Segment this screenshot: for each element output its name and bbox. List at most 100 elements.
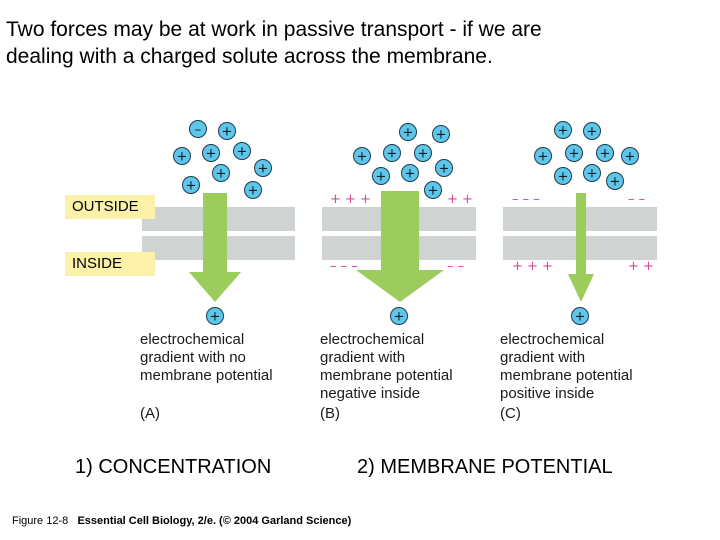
positive-ion: + (596, 144, 614, 162)
positive-ion: + (202, 144, 220, 162)
caption-b-line: electrochemical (320, 331, 425, 348)
svg-text:+: + (394, 310, 405, 325)
concentration-caption: 1) CONCENTRATION (75, 456, 272, 478)
panel-letter-a: (A) (140, 405, 160, 422)
positive-ion: + (244, 181, 262, 199)
svg-text:+: + (177, 150, 188, 165)
caption-b-line: negative inside (320, 385, 421, 402)
membrane-charge-group: + + + + + – – – – – – – – – – + + + + + (330, 192, 654, 274)
positive-ion: + (173, 147, 191, 165)
caption-b-line: gradient with (320, 349, 406, 366)
inside-positive-charges: + + + (512, 259, 553, 274)
positive-ion: + (401, 164, 419, 182)
svg-text:+: + (357, 150, 368, 165)
svg-text:+: + (610, 175, 621, 190)
caption-a-line: membrane potential (140, 367, 273, 384)
positive-ion: + (182, 176, 200, 194)
caption-panel-c: electrochemical gradient with membrane p… (500, 331, 633, 403)
svg-text:+: + (558, 170, 569, 185)
positive-ion: + (606, 172, 624, 190)
heading-line-1: Two forces may be at work in passive tra… (6, 18, 542, 41)
svg-text:+: + (206, 147, 217, 162)
positive-ion: + (218, 122, 236, 140)
caption-panel-b: electrochemical gradient with membrane p… (320, 331, 453, 403)
slide-heading: Two forces may be at work in passive tra… (6, 16, 706, 70)
outside-label: OUTSIDE (65, 195, 155, 219)
outside-positive-charges: + + + (330, 192, 371, 207)
svg-text:–: – (195, 123, 202, 138)
positive-ion: + (212, 164, 230, 182)
positive-ion: + (565, 144, 583, 162)
svg-text:+: + (210, 310, 221, 325)
positive-ion: + (583, 122, 601, 140)
gradient-arrow-c (568, 193, 594, 302)
ion-group: –+++++++++++++++++++++++++++++ (173, 120, 639, 325)
gradient-arrow-a (189, 193, 241, 302)
svg-text:+: + (387, 147, 398, 162)
svg-text:+: + (558, 124, 569, 139)
gradient-arrow-b (356, 191, 444, 302)
svg-text:+: + (538, 150, 549, 165)
outside-positive-charges: + + (447, 192, 473, 207)
svg-text:+: + (569, 147, 580, 162)
membrane-potential-caption: 2) MEMBRANE POTENTIAL (357, 456, 613, 478)
caption-c-line: membrane potential (500, 367, 633, 384)
positive-ion: + (372, 167, 390, 185)
positive-ion: + (414, 144, 432, 162)
svg-text:+: + (376, 170, 387, 185)
svg-text:+: + (428, 184, 439, 199)
svg-text:+: + (436, 128, 447, 143)
positive-ion: + (554, 167, 572, 185)
positive-ion: + (554, 121, 572, 139)
positive-ion: + (390, 307, 408, 325)
positive-ion: + (383, 144, 401, 162)
positive-ion: + (424, 181, 442, 199)
svg-text:+: + (237, 145, 248, 160)
svg-text:+: + (186, 179, 197, 194)
negative-ion: – (189, 120, 207, 138)
svg-text:+: + (222, 125, 233, 140)
positive-ion: + (534, 147, 552, 165)
positive-ion: + (399, 123, 417, 141)
positive-ion: + (583, 164, 601, 182)
inside-label: INSIDE (65, 252, 155, 276)
caption-c-line: electrochemical (500, 331, 605, 348)
caption-c-line: positive inside (500, 385, 595, 402)
svg-text:+: + (418, 147, 429, 162)
book-credit: Essential Cell Biology, 2/e. (© 2004 Gar… (77, 515, 352, 527)
svg-text:+: + (248, 184, 259, 199)
panel-letter-c: (C) (500, 405, 521, 422)
caption-b-line: membrane potential (320, 367, 453, 384)
svg-text:+: + (600, 147, 611, 162)
inside-negative-charges: – – – (330, 259, 358, 274)
svg-text:+: + (575, 310, 586, 325)
positive-ion: + (621, 147, 639, 165)
positive-ion: + (353, 147, 371, 165)
svg-text:+: + (587, 167, 598, 182)
inside-positive-charges: + + (628, 259, 654, 274)
heading-line-2: dealing with a charged solute across the… (6, 45, 493, 68)
figure-number: Figure 12-8 (12, 515, 69, 527)
positive-ion: + (571, 307, 589, 325)
caption-a-line: gradient with no (140, 349, 246, 366)
positive-ion: + (206, 307, 224, 325)
svg-text:+: + (587, 125, 598, 140)
svg-text:+: + (439, 162, 450, 177)
svg-text:+: + (625, 150, 636, 165)
inside-negative-charges: – – (447, 259, 464, 274)
positive-ion: + (233, 142, 251, 160)
positive-ion: + (435, 159, 453, 177)
svg-text:+: + (216, 167, 227, 182)
outside-negative-charges: – – – (512, 192, 540, 207)
caption-panel-a: electrochemical gradient with no membran… (140, 331, 273, 385)
svg-text:+: + (405, 167, 416, 182)
caption-a-line: electrochemical (140, 331, 245, 348)
outside-negative-charges: – – (628, 192, 645, 207)
positive-ion: + (432, 125, 450, 143)
panel-letter-b: (B) (320, 405, 340, 422)
svg-text:+: + (403, 126, 414, 141)
caption-c-line: gradient with (500, 349, 586, 366)
positive-ion: + (254, 159, 272, 177)
figure-credit: Figure 12-8 Essential Cell Biology, 2/e.… (12, 515, 351, 527)
